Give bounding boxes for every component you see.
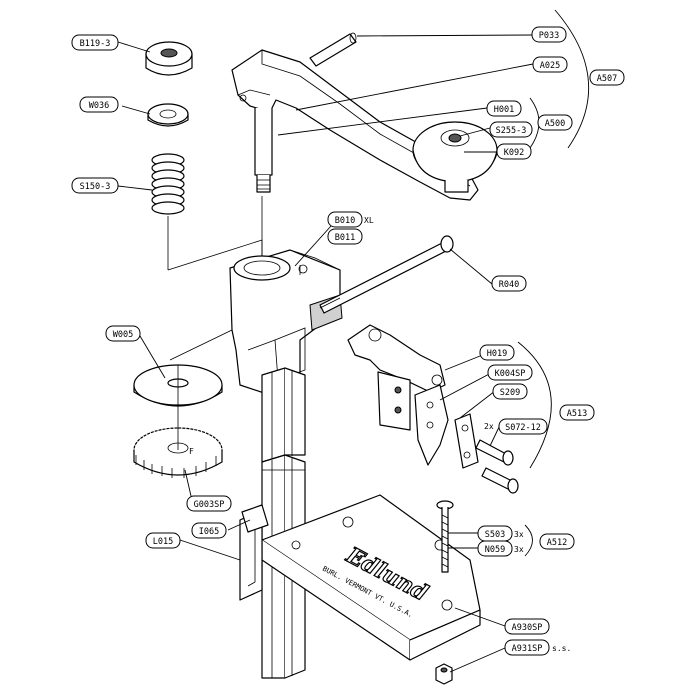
callout-h019: H019: [479, 344, 515, 361]
base-a930sp-part: Edlund BURL. VERMONT VT. U.S.A.: [239, 494, 481, 661]
svg-text:L015: L015: [153, 537, 173, 547]
callout-s072: 2x S072-12: [484, 418, 548, 435]
pin-p033-part: [309, 32, 357, 67]
callout-b011: B011: [327, 228, 363, 245]
callout-a513: A513: [559, 404, 595, 421]
callout-a507: A507: [589, 69, 625, 86]
axis-line: [169, 329, 233, 450]
leader-lines: [117, 34, 534, 673]
rack-column-part: [261, 367, 306, 679]
callout-s209: S209: [492, 383, 528, 400]
callout-p033: P033: [531, 26, 567, 43]
callout-b119: B119-3: [71, 34, 119, 51]
callout-h001: H001: [486, 100, 522, 117]
svg-text:s.s.: s.s.: [552, 644, 571, 653]
callout-s255: S255-3: [489, 121, 533, 138]
nut-a931sp-part: [435, 663, 453, 685]
callout-r040: R040: [491, 275, 527, 292]
svg-text:K004SP: K004SP: [495, 369, 526, 379]
svg-text:S209: S209: [500, 388, 520, 398]
pin-r040-part: [319, 235, 454, 314]
knob-k092-part: [412, 121, 498, 193]
svg-text:S150-3: S150-3: [80, 182, 111, 192]
callout-w005: W005: [105, 325, 141, 342]
grouping-brackets: [517, 9, 590, 557]
svg-text:H001: H001: [494, 105, 514, 115]
svg-text:W036: W036: [89, 101, 109, 111]
plate-s209-part: [454, 413, 479, 469]
callout-l015: L015: [145, 532, 181, 549]
svg-text:2x: 2x: [484, 422, 494, 431]
screw-s072-part: [475, 439, 519, 494]
callout-b010: B010 XL: [327, 211, 374, 228]
screw-s503-part: [436, 500, 454, 573]
svg-text:B011: B011: [335, 233, 355, 243]
svg-text:H019: H019: [487, 349, 507, 359]
svg-text:A930SP: A930SP: [512, 623, 543, 633]
callout-s503: S503 3x: [477, 525, 524, 542]
svg-text:A025: A025: [540, 61, 560, 71]
callout-a931sp: A931SP s.s.: [504, 639, 571, 656]
callout-s150: S150-3: [71, 177, 119, 194]
bushing-b119-part: [145, 41, 193, 76]
svg-text:B010: B010: [335, 216, 355, 226]
svg-text:R040: R040: [499, 280, 519, 290]
washer-w036-part: [147, 103, 189, 127]
svg-text:A512: A512: [547, 538, 567, 548]
svg-text:S072-12: S072-12: [505, 423, 541, 433]
svg-text:S503: S503: [485, 530, 505, 540]
svg-text:A513: A513: [567, 409, 587, 419]
callout-a500: A500: [537, 114, 573, 131]
callout-i065: I065: [191, 522, 227, 539]
svg-text:K092: K092: [504, 148, 524, 158]
blade-k004sp-part: [414, 384, 449, 466]
callout-w036: W036: [79, 96, 119, 113]
svg-text:I065: I065: [199, 527, 219, 537]
svg-text:3x: 3x: [514, 530, 524, 539]
svg-text:P033: P033: [539, 31, 559, 41]
callout-a025: A025: [532, 56, 568, 73]
svg-text:G003SP: G003SP: [194, 500, 225, 510]
svg-text:W005: W005: [113, 330, 133, 340]
svg-text:B119-3: B119-3: [80, 39, 111, 49]
svg-text:N059: N059: [485, 545, 505, 555]
callout-g003sp: G003SP: [186, 495, 232, 512]
svg-text:XL: XL: [364, 216, 374, 225]
blade-holder-h019-part: [347, 324, 446, 431]
callout-a930sp: A930SP: [504, 618, 550, 635]
svg-text:A507: A507: [597, 74, 617, 84]
head-b010-part: [229, 249, 343, 396]
svg-text:S255-3: S255-3: [496, 126, 527, 136]
svg-text:A500: A500: [545, 119, 565, 129]
svg-text:3x: 3x: [514, 545, 524, 554]
callout-k004sp: K004SP: [487, 364, 533, 381]
spring-s150-part: [151, 153, 185, 270]
svg-text:A931SP: A931SP: [512, 644, 543, 654]
callout-n059: N059 3x: [477, 540, 524, 557]
clip-i065-part: [241, 504, 269, 533]
callout-k092: K092: [496, 143, 532, 160]
callout-a512: A512: [539, 533, 575, 550]
svg-text:F: F: [189, 447, 194, 456]
